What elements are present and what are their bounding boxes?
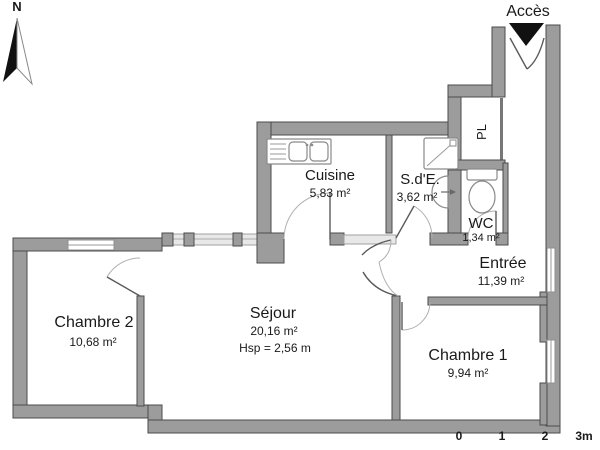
wall-right-bump-mid (539, 291, 548, 343)
scale-tick-3m: 3m (575, 429, 592, 443)
access-arrow-icon (509, 23, 544, 46)
access-label: Accès (506, 3, 550, 20)
sejour-door-leaf-2 (362, 271, 399, 297)
chambre2-area: 10,68 m² (69, 335, 116, 349)
north-arrow-dark-half (3, 18, 17, 82)
access-entry: Accès (506, 3, 550, 46)
entree-label: Entrée (479, 255, 526, 272)
entry-door-leaf-left (509, 37, 528, 70)
entree-area: 11,39 m² (478, 274, 524, 288)
north-label: N (12, 0, 21, 14)
wall-ch1-west (391, 295, 401, 421)
wall-right-bump-bottom (539, 382, 548, 426)
doors (106, 37, 545, 331)
wall-sde-wc (447, 169, 462, 234)
room-labels: Cuisine 5,83 m² S.d'E. 3,62 m² WC 1,34 m… (54, 124, 526, 380)
cuisine-area: 5,83 m² (310, 186, 351, 200)
kitchen-door-swing (283, 192, 331, 240)
wall-wc-right (502, 162, 509, 234)
chambre2-door-leaf (106, 276, 141, 297)
sejour-area: 20,16 m² (250, 324, 297, 338)
wall-ch1-top (427, 296, 548, 306)
cuisine-label: Cuisine (305, 167, 355, 184)
scale-bar: 0 1 2 3m (456, 429, 593, 443)
sde-door-swing (413, 205, 433, 239)
wc-area: 1,34 m² (462, 232, 500, 244)
wall-corridor-left (491, 26, 506, 98)
sejour-hsp: Hsp = 2,56 m (239, 341, 311, 355)
sde-door-leaf (395, 205, 415, 239)
fixtures (266, 137, 498, 214)
scale-tick-2: 2 (542, 429, 549, 443)
shower-icon (423, 137, 459, 170)
kitchen-sink-icon (266, 138, 332, 165)
scale-tick-0: 0 (456, 429, 463, 443)
wall-pl-front (500, 98, 503, 160)
wc-label: WC (469, 215, 494, 232)
wc-door-swing (467, 210, 497, 240)
chambre1-door-swing (401, 301, 431, 331)
wall-post-3 (232, 232, 243, 247)
chambre2-label: Chambre 2 (54, 314, 133, 331)
chambre1-label: Chambre 1 (428, 347, 507, 364)
chambre1-area: 9,94 m² (448, 366, 489, 380)
washbasin-icon (431, 175, 456, 209)
sejour-label: Séjour (250, 305, 297, 322)
wall-seg-thin (343, 234, 397, 245)
north-arrow-light-half (16, 17, 33, 86)
scale-tick-1: 1 (499, 429, 506, 443)
wall-ch2-left (12, 237, 28, 419)
toilet-icon (466, 168, 498, 214)
wall-post-2 (183, 232, 195, 247)
chambre2-door-swing (106, 257, 141, 278)
wall-seg-b (329, 232, 345, 246)
entry-door-leaf-right (526, 37, 545, 70)
sde-area: 3,62 m² (397, 190, 438, 204)
placard-label: PL (474, 124, 489, 140)
sejour-door-leaf-1 (361, 239, 392, 256)
wall-right (545, 24, 561, 427)
wall-ch2-east (136, 295, 145, 407)
wall-kitchen-top (256, 121, 462, 136)
sejour-door-swing-2 (378, 261, 399, 297)
sejour-door-swing-1 (378, 239, 392, 263)
wall-t-pillar (256, 232, 285, 264)
sde-label: S.d'E. (400, 171, 440, 188)
wall-post-1 (161, 232, 174, 247)
wall-cuisine-sde (385, 134, 393, 234)
wall-ch2-bottom (12, 404, 161, 419)
north-arrow-icon: N (3, 0, 33, 86)
